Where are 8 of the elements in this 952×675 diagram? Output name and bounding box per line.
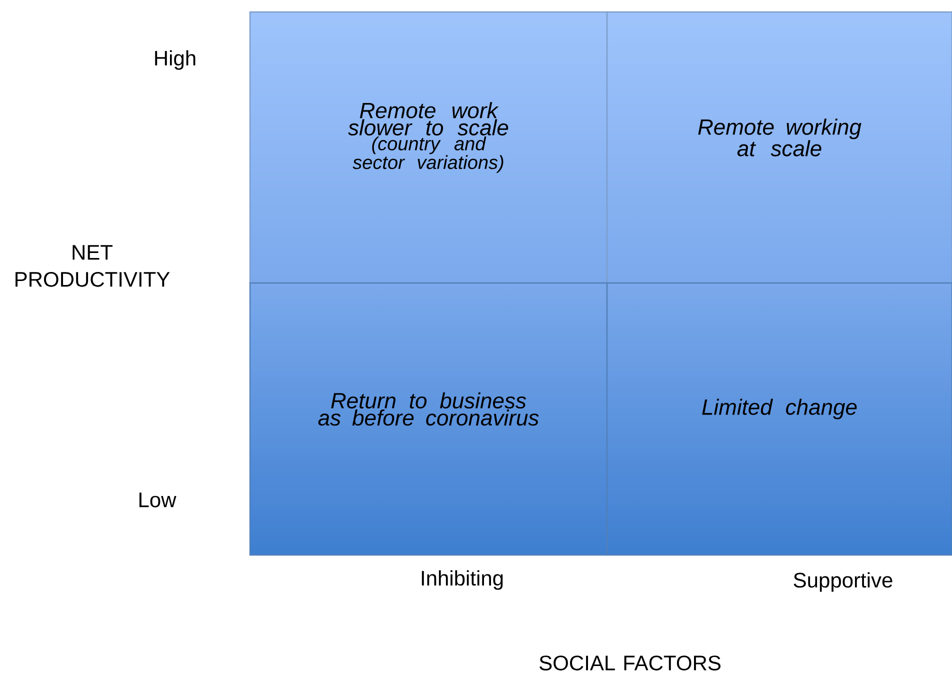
quadrant-box: Return to business as before coronavirus	[249, 282, 608, 556]
axis-label: SOCIAL FACTORS	[540, 656, 720, 670]
quadrant-box: Remote work slower to scale (country and sector variations)	[249, 11, 608, 284]
axis-label: Low	[139, 492, 176, 508]
quadrant-box: Remote working at scale	[606, 11, 952, 284]
axis-label: NET PRODUCTIVITY	[16, 245, 170, 287]
axis-label: High	[155, 50, 196, 70]
quadrant-box: Limited change	[606, 282, 952, 556]
